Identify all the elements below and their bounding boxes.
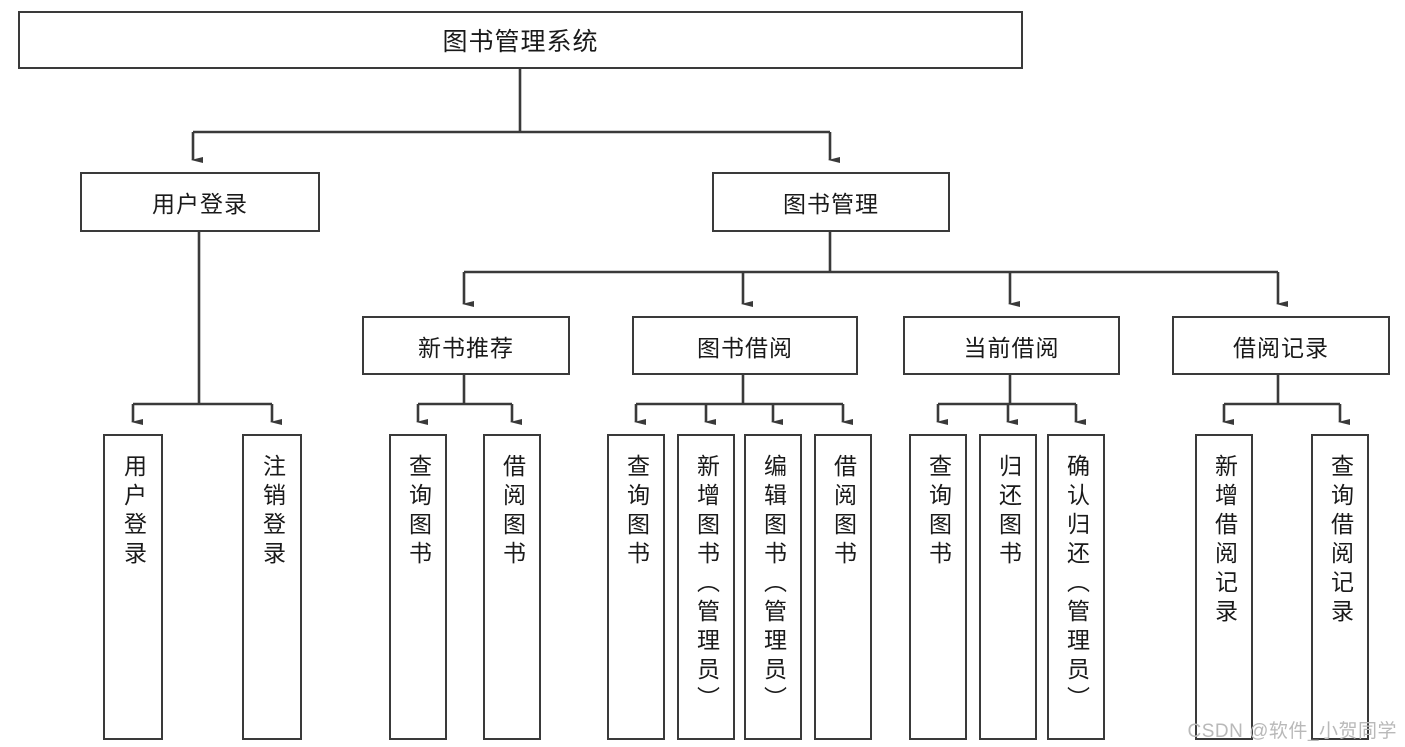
node-leaf-confirm-return[interactable]: 确认归还（管理员）	[1047, 434, 1105, 740]
node-current-borrow[interactable]: 当前借阅	[903, 316, 1120, 375]
watermark: CSDN @软件_小贺同学	[1187, 721, 1397, 742]
node-leaf-add-record-label: 新增借阅记录	[1211, 454, 1238, 628]
node-book-manage[interactable]: 图书管理	[712, 172, 950, 232]
node-root-label: 图书管理系统	[442, 28, 599, 56]
node-leaf-edit-book[interactable]: 编辑图书（管理员）	[744, 434, 802, 740]
node-leaf-add-record[interactable]: 新增借阅记录	[1195, 434, 1253, 740]
node-leaf-query-book-1-label: 查询图书	[405, 454, 432, 570]
node-leaf-query-book-1[interactable]: 查询图书	[389, 434, 447, 740]
node-leaf-query-book-3-label: 查询图书	[925, 454, 952, 570]
node-leaf-query-book-2-label: 查询图书	[623, 454, 650, 570]
node-new-book-recommend-label: 新书推荐	[418, 334, 514, 361]
node-leaf-logout-label: 注销登录	[259, 454, 286, 570]
node-leaf-logout[interactable]: 注销登录	[242, 434, 302, 740]
node-root[interactable]: 图书管理系统	[18, 11, 1023, 69]
node-borrow-record[interactable]: 借阅记录	[1172, 316, 1390, 375]
node-leaf-return-book-label: 归还图书	[995, 454, 1022, 570]
node-user-login-label: 用户登录	[152, 191, 248, 217]
node-leaf-borrow-book-1[interactable]: 借阅图书	[483, 434, 541, 740]
node-borrow-record-label: 借阅记录	[1233, 334, 1329, 361]
node-book-borrow-label: 图书借阅	[697, 334, 793, 361]
node-leaf-return-book[interactable]: 归还图书	[979, 434, 1037, 740]
node-leaf-query-record[interactable]: 查询借阅记录	[1311, 434, 1369, 740]
node-leaf-user-login-label: 用户登录	[120, 454, 147, 570]
node-leaf-query-book-3[interactable]: 查询图书	[909, 434, 967, 740]
node-leaf-add-book-label: 新增图书（管理员）	[693, 454, 720, 715]
node-leaf-borrow-book-1-label: 借阅图书	[499, 454, 526, 570]
node-leaf-user-login[interactable]: 用户登录	[103, 434, 163, 740]
node-book-manage-label: 图书管理	[783, 191, 879, 217]
node-leaf-borrow-book-2-label: 借阅图书	[830, 454, 857, 570]
node-book-borrow[interactable]: 图书借阅	[632, 316, 858, 375]
node-user-login[interactable]: 用户登录	[80, 172, 320, 232]
node-leaf-borrow-book-2[interactable]: 借阅图书	[814, 434, 872, 740]
node-new-book-recommend[interactable]: 新书推荐	[362, 316, 570, 375]
node-leaf-query-record-label: 查询借阅记录	[1327, 454, 1354, 628]
node-leaf-add-book[interactable]: 新增图书（管理员）	[677, 434, 735, 740]
node-leaf-confirm-return-label: 确认归还（管理员）	[1063, 454, 1090, 715]
node-leaf-edit-book-label: 编辑图书（管理员）	[760, 454, 787, 715]
node-current-borrow-label: 当前借阅	[963, 334, 1060, 361]
node-leaf-query-book-2[interactable]: 查询图书	[607, 434, 665, 740]
